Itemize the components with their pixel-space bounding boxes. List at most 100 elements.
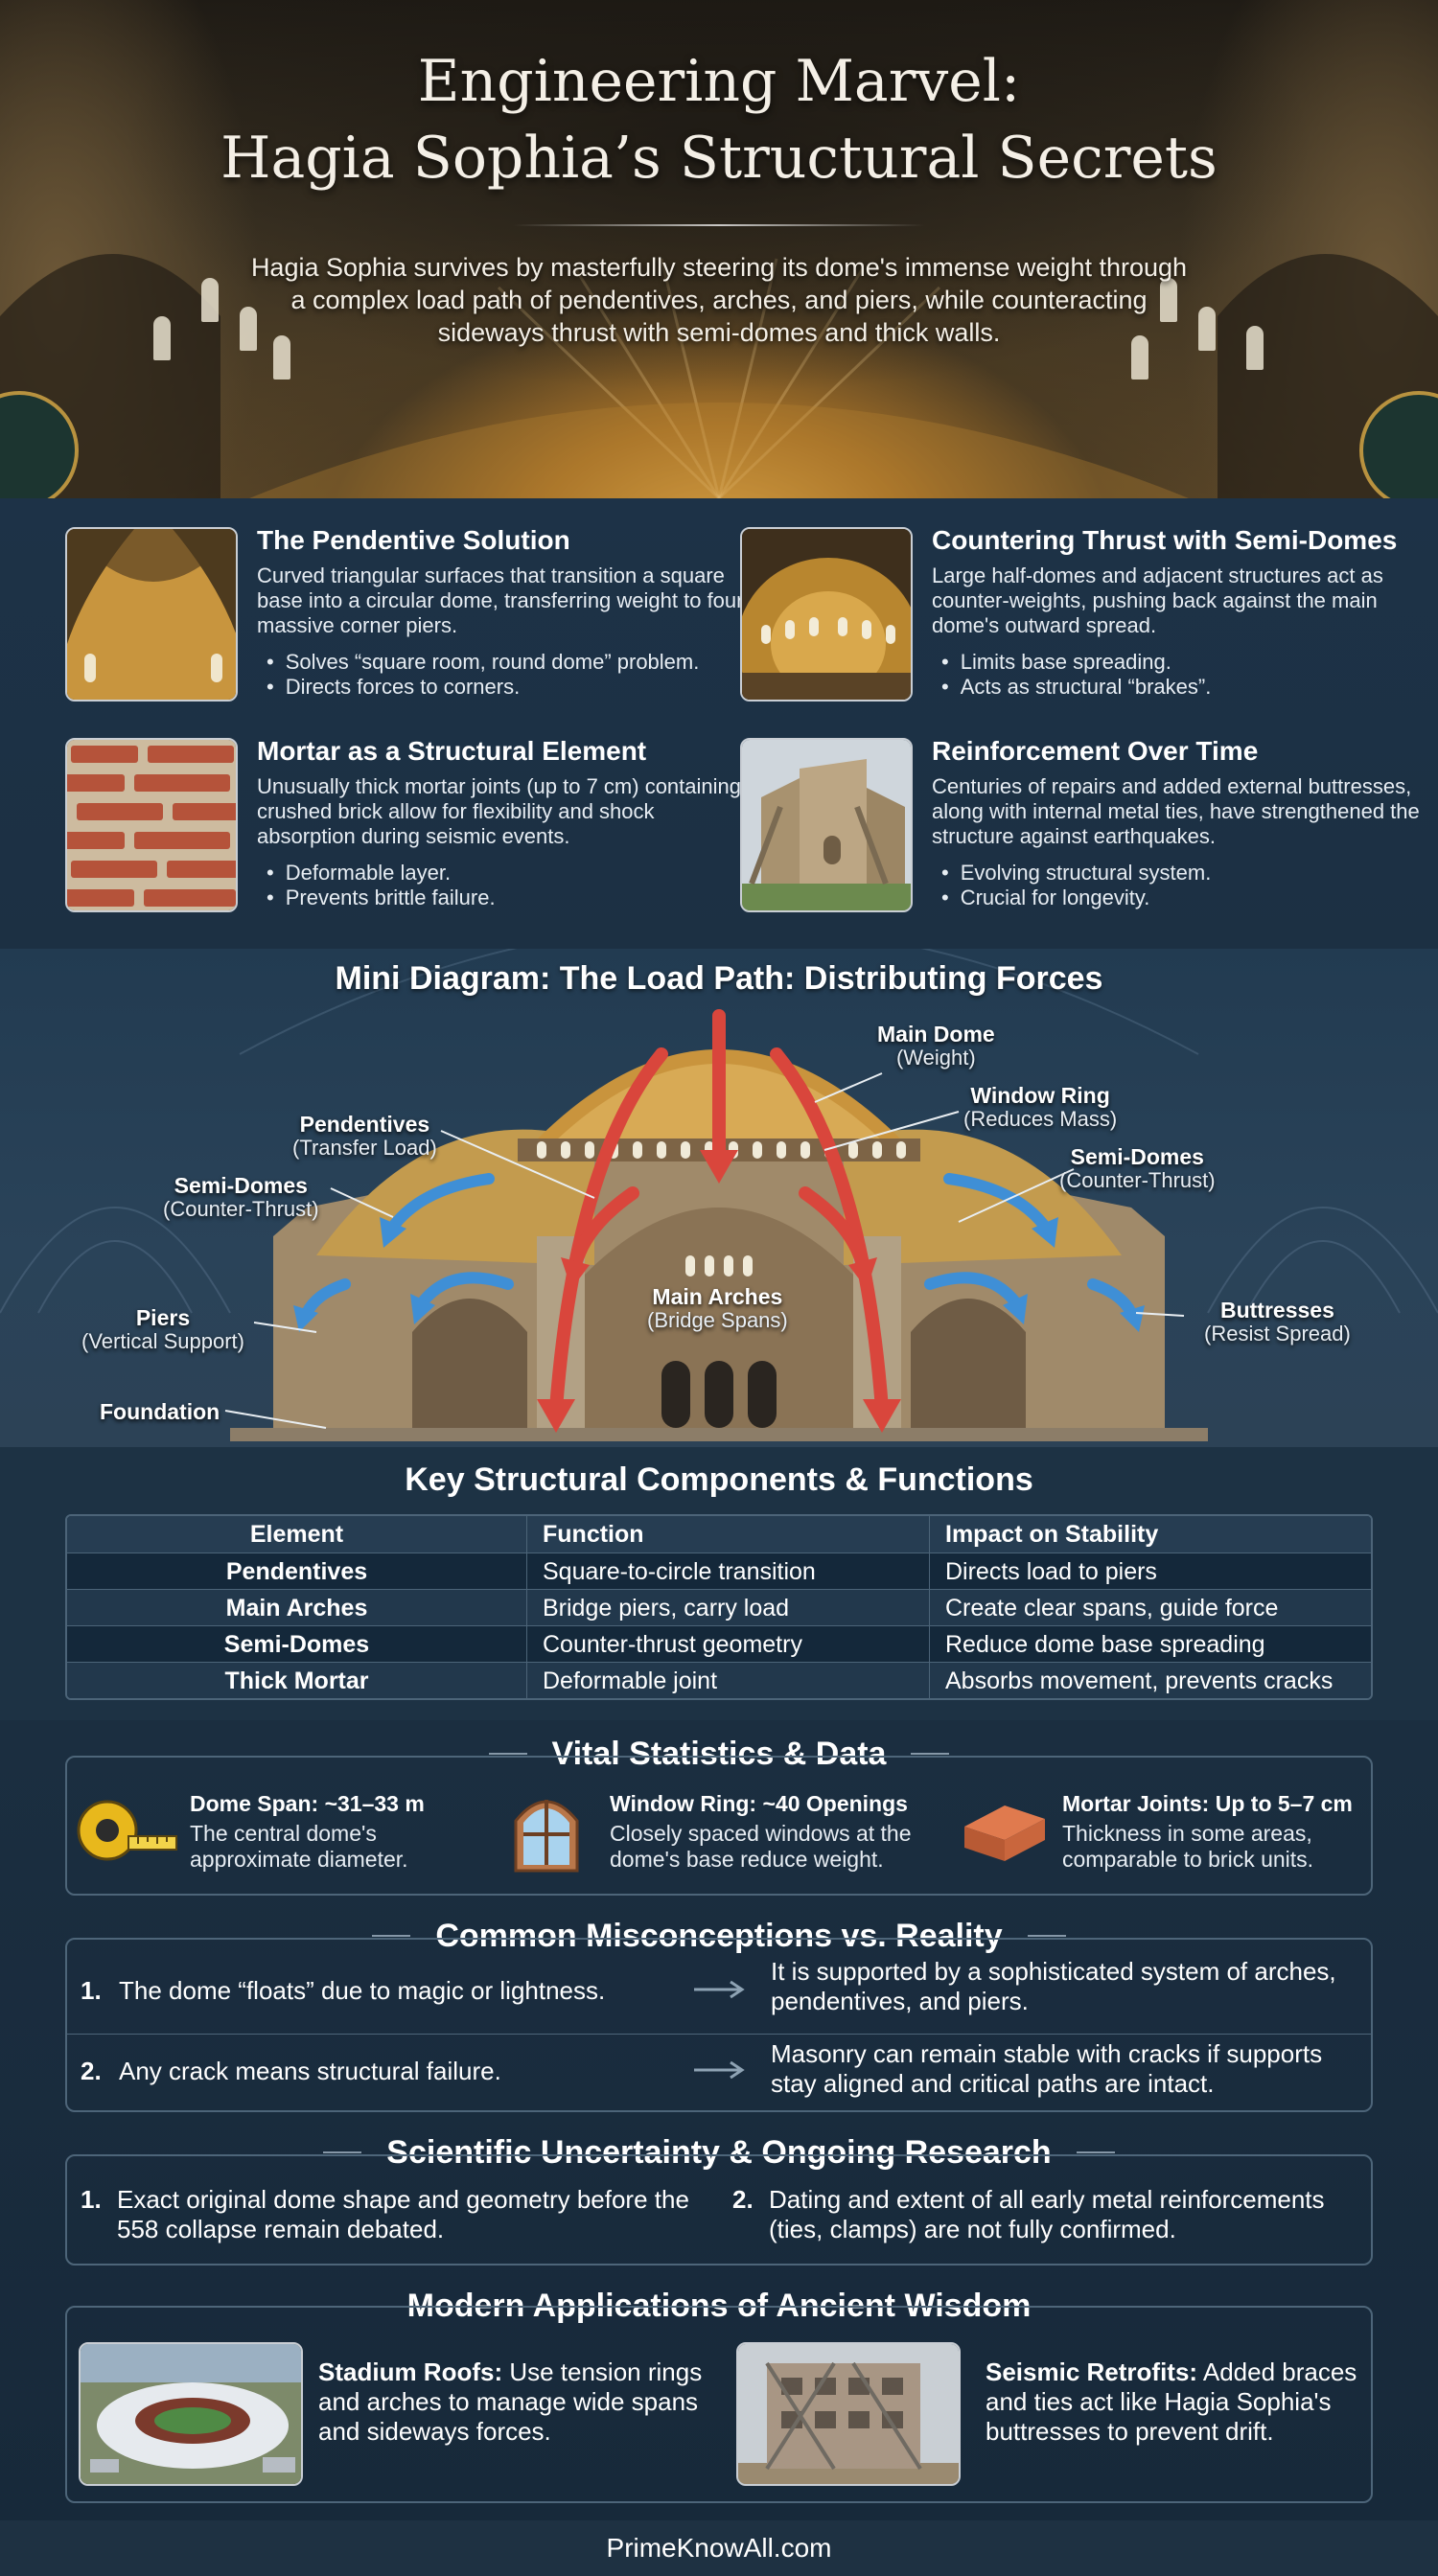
thrust-arrowhead-right-upper xyxy=(1032,1217,1058,1248)
semi-dome-image xyxy=(740,527,913,702)
misconceptions-title: Common Misconceptions vs. Reality xyxy=(435,1917,1003,1954)
load-arrow-right-2 xyxy=(799,1186,870,1272)
label-window-ring: Window Ring(Reduces Mass) xyxy=(963,1083,1118,1131)
load-arrow-right-1 xyxy=(770,1047,889,1415)
label-foundation: Foundation xyxy=(100,1399,220,1424)
label-main-arches: Main Arches(Bridge Spans) xyxy=(647,1284,788,1332)
label-semi-domes-right: Semi-Domes(Counter-Thrust) xyxy=(1059,1144,1216,1192)
heading-rule xyxy=(488,1753,527,1755)
table-cell: Semi-Domes xyxy=(67,1626,527,1662)
card-title: Countering Thrust with Semi-Domes xyxy=(932,525,1398,555)
heading-rule xyxy=(1076,2151,1115,2153)
intro-paragraph: Hagia Sophia survives by masterfully ste… xyxy=(250,253,1188,347)
thrust-arrow-left-lower xyxy=(301,1278,351,1319)
table-row: Pendentives Square-to-circle transition … xyxy=(67,1552,1371,1589)
misconception-fact: It is supported by a sophisticated syste… xyxy=(771,1957,1336,2015)
table-cell: Counter-thrust geometry xyxy=(527,1626,930,1662)
stat-title: Window Ring: ~40 Openings xyxy=(610,1791,908,1816)
table-cell: Pendentives xyxy=(67,1553,527,1589)
table-row: Semi-Domes Counter-thrust geometry Reduc… xyxy=(67,1625,1371,1662)
application-label: Seismic Retrofits: xyxy=(986,2358,1198,2386)
research-item: 1. Exact original dome shape and geometr… xyxy=(81,2185,713,2252)
stats-box xyxy=(65,1756,1373,1896)
load-arrowhead-left-1 xyxy=(537,1399,575,1433)
page-title-line2: Hagia Sophia’s Structural Secrets xyxy=(220,125,1218,192)
misconception-number: 1. xyxy=(81,1976,102,2005)
table-cell: Reduce dome base spreading xyxy=(945,1631,1265,1658)
bullet-item: Directs forces to corners. xyxy=(267,675,699,700)
misconception-number: 2. xyxy=(81,2057,102,2085)
heading-rule xyxy=(372,1935,411,1937)
load-path-diagram-section: Main Dome(Weight) Window Ring(Reduces Ma… xyxy=(0,949,1438,1447)
bullet-item: Acts as structural “brakes”. xyxy=(941,675,1212,700)
misconceptions-heading: Common Misconceptions vs. Reality xyxy=(0,1915,1438,1957)
brick-icon xyxy=(955,1798,1049,1870)
card-bullets: Solves “square room, round dome” problem… xyxy=(267,650,700,700)
research-heading: Scientific Uncertainty & Ongoing Researc… xyxy=(0,2131,1438,2174)
header-banner: Engineering Marvel: Hagia Sophia’s Struc… xyxy=(0,0,1438,498)
stat-window-ring: Window Ring: ~40 Openings Closely spaced… xyxy=(610,1790,936,1873)
tape-measure-icon xyxy=(75,1794,178,1870)
load-arrowhead-center xyxy=(700,1150,738,1184)
table-cell: Create clear spans, guide force xyxy=(945,1595,1279,1622)
load-arrow-left-1 xyxy=(549,1047,668,1415)
application-stadium: Stadium Roofs: Use tension rings and arc… xyxy=(318,2358,711,2447)
stat-title: Dome Span: ~31–33 m xyxy=(190,1791,425,1816)
card-mortar: Mortar as a Structural Element Unusually… xyxy=(65,709,741,912)
research-text: Dating and extent of all early metal rei… xyxy=(769,2185,1325,2243)
load-arrowhead-left-2 xyxy=(561,1257,590,1289)
card-semi-domes: Countering Thrust with Semi-Domes Large … xyxy=(740,498,1411,702)
applications-heading: Modern Applications of Ancient Wisdom xyxy=(0,2285,1438,2327)
stat-text: Thickness in some areas, comparable to b… xyxy=(1062,1821,1314,1872)
header-cell: Element xyxy=(67,1516,527,1552)
load-arrowhead-right-2 xyxy=(848,1257,877,1289)
card-reinforcement: Reinforcement Over Time Centuries of rep… xyxy=(740,709,1420,912)
thrust-arrowhead-right-mid xyxy=(1003,1294,1028,1324)
research-text: Exact original dome shape and geometry b… xyxy=(117,2185,689,2243)
bullet-item: Crucial for longevity. xyxy=(941,886,1211,910)
label-piers: Piers(Vertical Support) xyxy=(81,1305,244,1353)
table-cell: Bridge piers, carry load xyxy=(527,1590,930,1625)
load-arrow-left-2 xyxy=(568,1186,639,1272)
card-title: Reinforcement Over Time xyxy=(932,736,1259,766)
card-bullets: Deformable layer. Prevents brittle failu… xyxy=(267,861,496,910)
bullet-item: Deformable layer. xyxy=(267,861,496,886)
label-main-dome: Main Dome(Weight) xyxy=(877,1022,995,1070)
thrust-arrowhead-left-lower xyxy=(293,1305,318,1332)
pendentive-image xyxy=(65,527,238,702)
header-cell: Impact on Stability xyxy=(945,1521,1159,1548)
stat-title: Mortar Joints: Up to 5–7 cm xyxy=(1062,1791,1353,1816)
title-divider xyxy=(513,224,925,226)
heading-rule xyxy=(911,1753,950,1755)
load-arrowhead-right-1 xyxy=(863,1399,901,1433)
misconception-fact: Masonry can remain stable with cracks if… xyxy=(771,2039,1323,2098)
thrust-arrowhead-left-mid xyxy=(410,1294,435,1324)
card-title: The Pendentive Solution xyxy=(257,525,570,555)
misconception-row: 2. Any crack means structural failure. M… xyxy=(67,2028,1375,2114)
row-divider xyxy=(67,2034,1371,2035)
card-bullets: Limits base spreading. Acts as structura… xyxy=(941,650,1212,700)
thrust-arrowhead-left-upper xyxy=(380,1217,406,1248)
research-number: 2. xyxy=(732,2185,754,2214)
research-box: 1. Exact original dome shape and geometr… xyxy=(65,2154,1373,2266)
research-number: 1. xyxy=(81,2185,102,2214)
diagram-title: Mini Diagram: The Load Path: Distributin… xyxy=(335,960,1103,997)
label-pendentives: Pendentives(Transfer Load) xyxy=(292,1112,437,1160)
application-text: Use tension rings and arches to manage w… xyxy=(318,2358,703,2446)
research-item: 2. Dating and extent of all early metal … xyxy=(732,2185,1365,2252)
feature-cards-section: The Pendentive Solution Curved triangula… xyxy=(0,498,1438,949)
application-retrofit: Seismic Retrofits: Added braces and ties… xyxy=(986,2358,1379,2447)
footer: PrimeKnowAll.com xyxy=(0,2520,1438,2576)
card-text: Centuries of repairs and added external … xyxy=(932,774,1420,848)
header-cell: Function xyxy=(527,1516,930,1552)
application-text: Added braces and ties act like Hagia Sop… xyxy=(986,2358,1357,2446)
footer-site-link[interactable]: PrimeKnowAll.com xyxy=(606,2533,832,2563)
applications-box: Stadium Roofs: Use tension rings and arc… xyxy=(65,2306,1373,2503)
application-label: Stadium Roofs: xyxy=(318,2358,503,2386)
table-cell: Square-to-circle transition xyxy=(527,1553,930,1589)
load-path-diagram xyxy=(0,949,1438,1441)
applications-title: Modern Applications of Ancient Wisdom xyxy=(406,2287,1032,2324)
table-row: Main Arches Bridge piers, carry load Cre… xyxy=(67,1589,1371,1625)
stat-text: The central dome's approximate diameter. xyxy=(190,1821,408,1872)
thrust-arrow-right-mid xyxy=(924,1272,1022,1309)
